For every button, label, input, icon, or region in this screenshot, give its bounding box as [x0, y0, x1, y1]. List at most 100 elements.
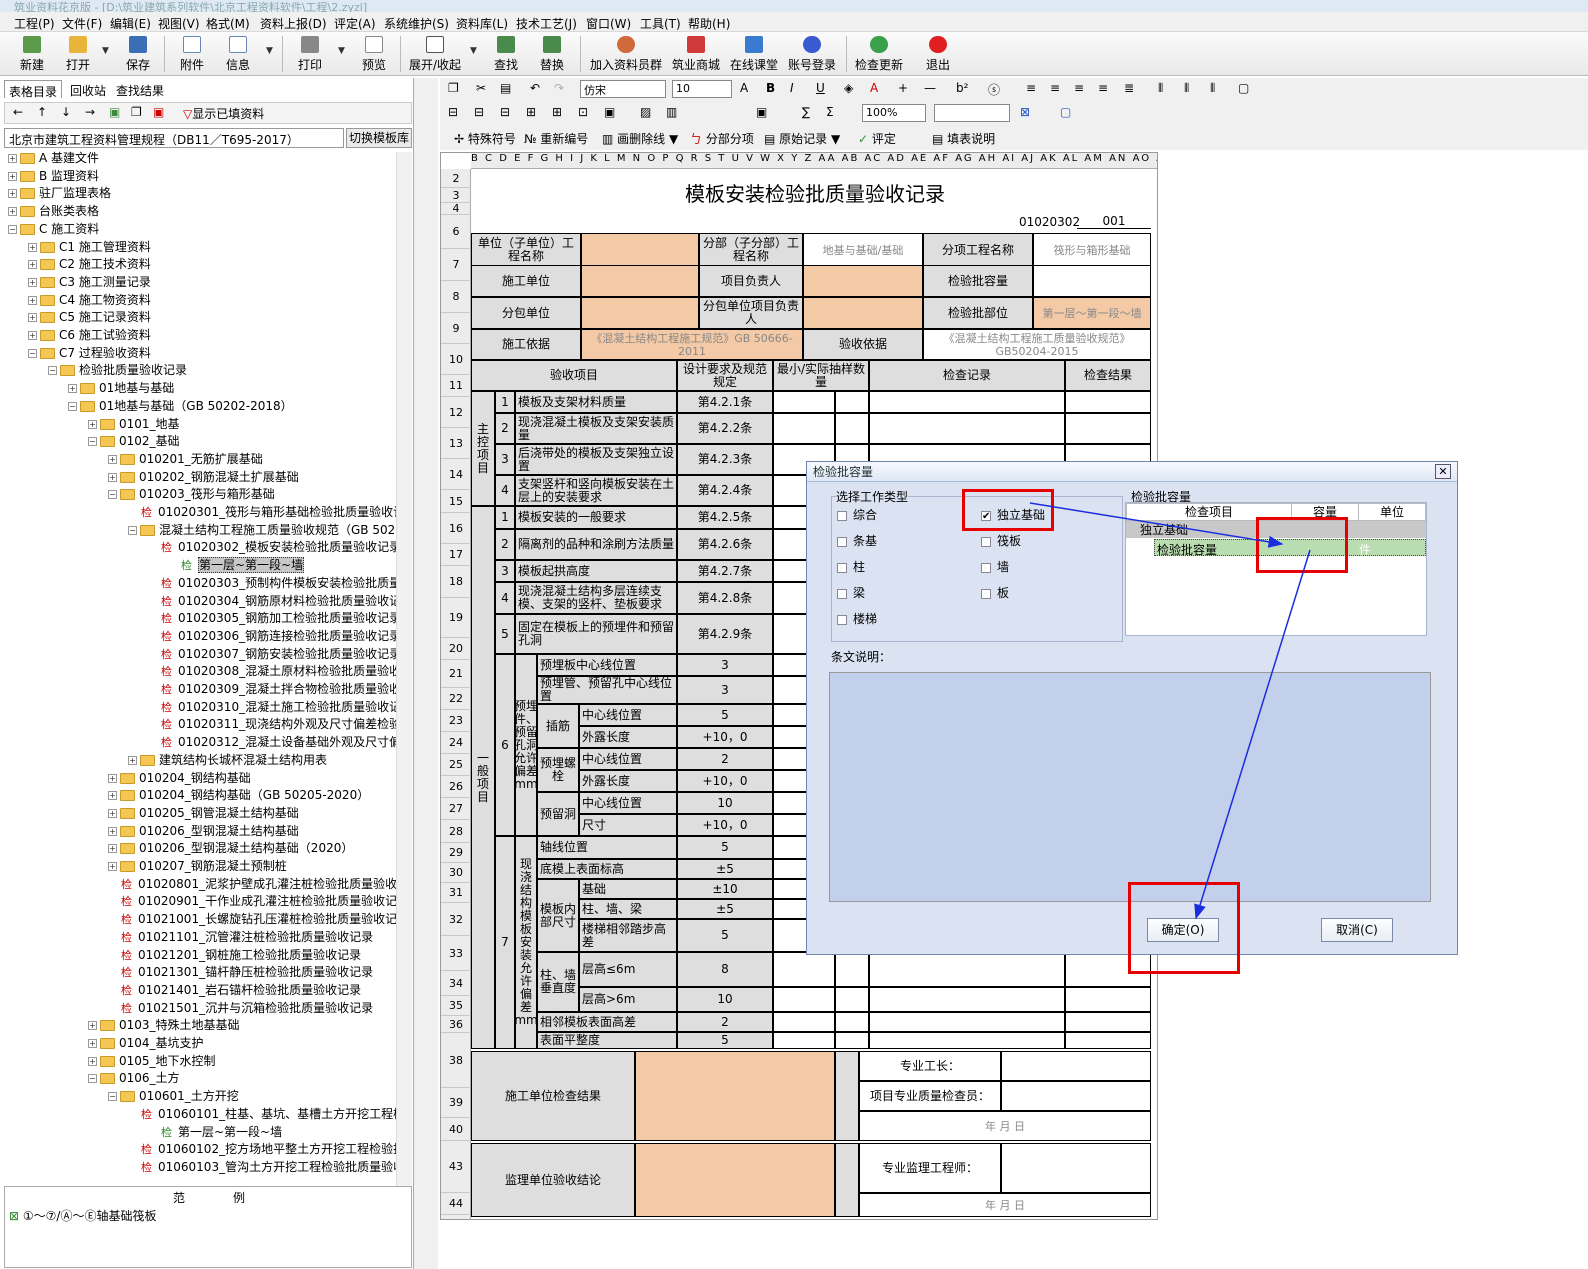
menu-tools[interactable]: 工具(T) — [640, 17, 681, 31]
menu-evaluate[interactable]: 评定(A) — [334, 17, 376, 31]
save-button[interactable]: 保存 — [118, 34, 158, 74]
columns-icon[interactable]: ⦀ — [1184, 81, 1190, 95]
tree-item[interactable]: −C7 过程验收资料 — [28, 345, 151, 360]
expand-toggle-icon[interactable]: + — [8, 171, 17, 181]
evaluate-button[interactable]: ✓ 评定 — [858, 132, 896, 146]
redo-icon[interactable]: ↷ — [554, 81, 565, 95]
expand-toggle-icon[interactable]: + — [8, 189, 17, 199]
row-number[interactable]: 6 — [441, 215, 471, 249]
formula-icon[interactable]: ∑ — [802, 105, 811, 119]
part-input[interactable]: 第一层～第一段～墙 — [1033, 297, 1151, 329]
menu-tech[interactable]: 技术工艺(J) — [516, 17, 577, 31]
down-arrow-icon[interactable]: ↓ — [61, 105, 72, 119]
expand-toggle-icon[interactable]: + — [88, 1039, 97, 1048]
row-number[interactable]: 24 — [441, 732, 471, 754]
sum-icon[interactable]: Σ — [826, 105, 834, 119]
tree-item[interactable]: −0102_基础 — [88, 434, 180, 449]
row-number[interactable]: 23 — [441, 710, 471, 732]
insert-row-icon[interactable]: ⊟ — [448, 105, 459, 119]
strikethrough-button[interactable]: ▥ 画删除线 ▼ — [602, 132, 679, 146]
align-left-icon[interactable]: ≡ — [1026, 81, 1037, 95]
expand-toggle-icon[interactable]: + — [108, 862, 117, 871]
menu-report[interactable]: 资料上报(D) — [260, 17, 327, 31]
row-number[interactable]: 29 — [441, 843, 471, 863]
menu-edit[interactable]: 编辑(E) — [110, 17, 151, 31]
type-checkbox[interactable]: 墙 — [981, 558, 1009, 575]
fullscreen-icon[interactable]: ▢ — [1238, 81, 1250, 95]
font-select[interactable]: 仿宋 — [580, 80, 666, 98]
type-checkbox[interactable]: 楼梯 — [837, 610, 877, 627]
row-number[interactable]: 21 — [441, 660, 471, 688]
sample-input[interactable] — [773, 391, 835, 413]
copy-sheet-icon[interactable]: ❐ — [131, 105, 142, 119]
row-number[interactable]: 44 — [441, 1193, 471, 1215]
expand-toggle-icon[interactable]: + — [28, 260, 37, 270]
tree-item[interactable]: +台账类表格 — [8, 204, 100, 219]
sample-input[interactable] — [835, 391, 869, 413]
delete-row-icon[interactable]: ⊟ — [500, 105, 511, 119]
record-input[interactable] — [869, 1012, 1065, 1032]
text-color-icon[interactable]: A — [870, 81, 879, 95]
tree-item[interactable]: +驻厂监理表格 — [8, 186, 112, 201]
right-arrow-icon[interactable]: → — [85, 105, 96, 119]
up-arrow-icon[interactable]: ↑ — [37, 105, 48, 119]
sample-input[interactable] — [835, 1012, 869, 1032]
tree-item[interactable]: +010205_钢管混凝土结构基础 — [108, 805, 299, 820]
expand-toggle-icon[interactable]: + — [28, 295, 37, 305]
expand-toggle-icon[interactable]: + — [8, 154, 17, 163]
expand-toggle-icon[interactable]: + — [108, 791, 117, 801]
tree-item[interactable]: +010201_无筋扩展基础 — [108, 451, 263, 466]
symbol-icon[interactable]: ⓢ — [988, 83, 1001, 97]
shop-button[interactable]: 筑业商城 — [670, 34, 722, 74]
row-number[interactable]: 26 — [441, 776, 471, 798]
row-number[interactable]: 28 — [441, 820, 471, 843]
info-button[interactable]: 信息 — [218, 34, 258, 74]
record-input[interactable] — [869, 391, 1065, 413]
expand-toggle-icon[interactable]: − — [28, 348, 37, 358]
result-input[interactable] — [1065, 413, 1151, 444]
tree-item[interactable]: +C1 施工管理资料 — [28, 239, 151, 254]
row-number[interactable]: 20 — [441, 638, 471, 660]
tree-item[interactable]: +建筑结构长城杯混凝土结构用表 — [128, 752, 328, 767]
delete-sheet-icon[interactable]: ▣ — [153, 105, 165, 119]
menu-library[interactable]: 资料库(L) — [456, 17, 509, 31]
merge-icon[interactable]: ⊞ — [526, 105, 537, 119]
result-input[interactable] — [1065, 1032, 1151, 1049]
expand-toggle-icon[interactable]: + — [88, 1056, 97, 1066]
font-size-select[interactable]: 10 — [672, 80, 732, 98]
cancel-button[interactable]: 取消(C) — [1321, 918, 1393, 942]
sample-input[interactable] — [835, 413, 869, 444]
expand-toggle-icon[interactable]: + — [108, 844, 117, 854]
tree-item[interactable]: +C3 施工测量记录 — [28, 274, 151, 289]
replace-button[interactable]: 替换 — [532, 34, 572, 74]
expand-toggle-icon[interactable]: + — [68, 384, 77, 394]
exit-button[interactable]: 退出 — [918, 34, 958, 74]
row-number[interactable]: 18 — [441, 566, 471, 598]
row-number[interactable]: 4 — [441, 203, 471, 215]
row-number[interactable]: 8 — [441, 281, 471, 313]
expand-collapse-button[interactable]: 展开/收起 — [406, 34, 464, 74]
expand-toggle-icon[interactable]: + — [108, 472, 117, 482]
expand-toggle-icon[interactable]: + — [28, 331, 37, 340]
zoom-select[interactable]: 100% — [862, 104, 926, 122]
supervision-input[interactable] — [635, 1143, 835, 1217]
menu-system[interactable]: 系统维护(S) — [384, 17, 449, 31]
tree-item[interactable]: +010202_钢筋混凝土扩展基础 — [108, 469, 299, 484]
image-icon[interactable]: ▣ — [756, 105, 768, 119]
result-input[interactable] — [1065, 987, 1151, 1012]
tree-item[interactable]: +010207_钢筋混凝土预制桩 — [108, 859, 287, 873]
split-icon[interactable]: ⊞ — [552, 105, 563, 119]
bold-icon[interactable]: B — [766, 81, 776, 95]
row-number[interactable]: 22 — [441, 688, 471, 710]
type-checkbox[interactable]: ✔独立基础 — [981, 508, 1046, 522]
fill-icon[interactable]: ◈ — [844, 81, 854, 95]
row-number[interactable]: 7 — [441, 249, 471, 281]
tree-item[interactable]: 检第一层~第一段~墙 — [161, 1124, 283, 1139]
foreman-input[interactable] — [1001, 1051, 1151, 1081]
sample-input[interactable] — [773, 987, 835, 1012]
